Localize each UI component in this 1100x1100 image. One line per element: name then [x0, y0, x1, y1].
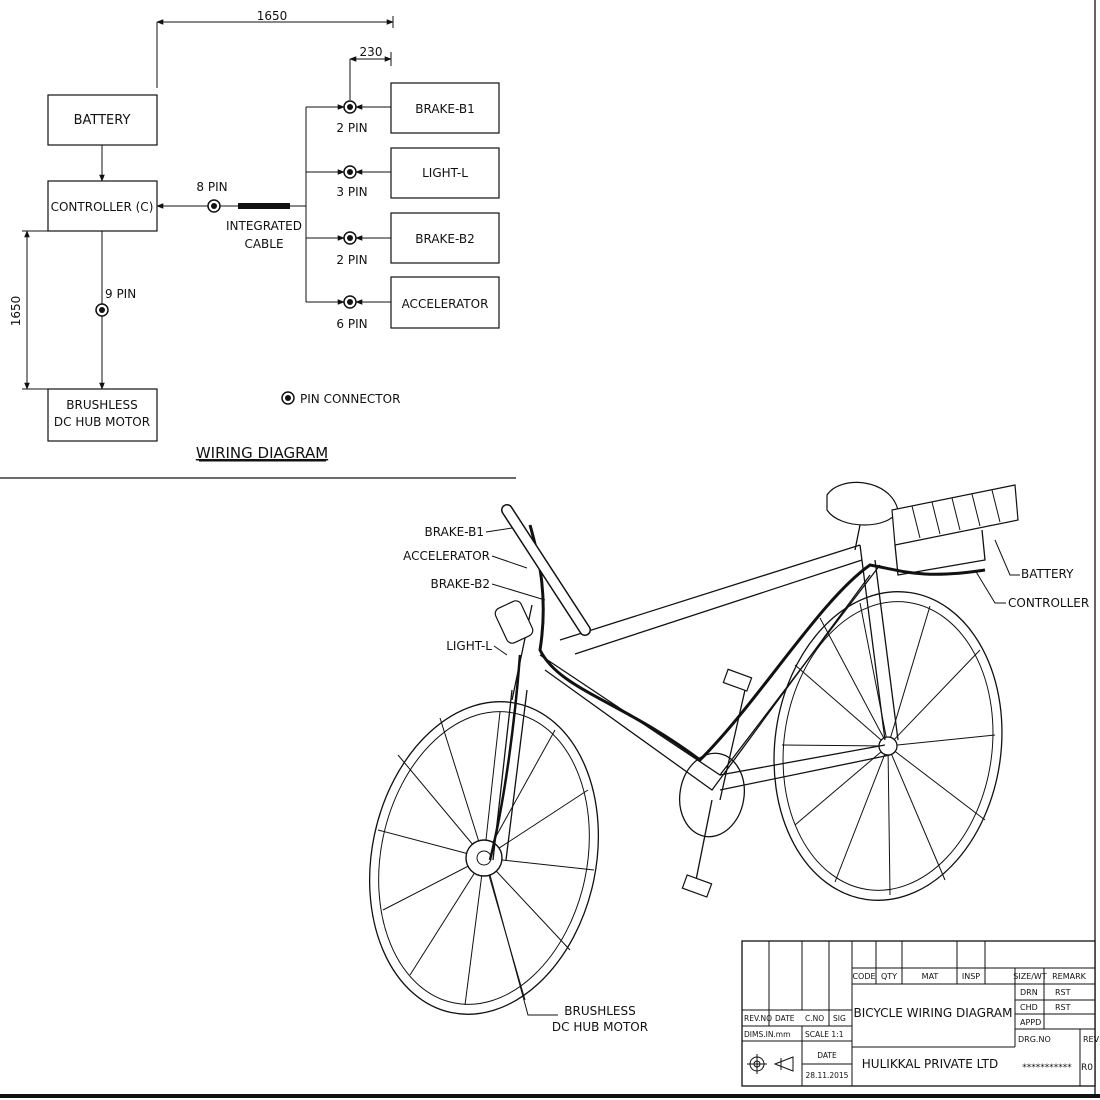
tb-mat: MAT: [922, 972, 939, 981]
pin8-label: 8 PIN: [196, 180, 227, 194]
brake-b2-label: BRAKE-B2: [415, 232, 475, 246]
tb-rev: REV: [1083, 1035, 1100, 1044]
light-l-label: LIGHT-L: [422, 166, 468, 180]
tb-chd: CHD: [1020, 1003, 1038, 1012]
controller-label: CONTROLLER (C): [51, 200, 154, 214]
headlight: [494, 600, 534, 644]
handlebar: [494, 504, 591, 644]
legend-label: PIN CONNECTOR: [300, 392, 400, 406]
callout-motor-line1: BRUSHLESS: [564, 1004, 636, 1018]
accelerator-label: ACCELERATOR: [402, 297, 489, 311]
tb-scale: SCALE 1:1: [805, 1030, 844, 1039]
pin9-label: 9 PIN: [105, 287, 136, 301]
pin-light-label: 3 PIN: [336, 185, 367, 199]
callout-motor-line2: DC HUB MOTOR: [552, 1020, 648, 1034]
battery-rack: [891, 484, 1019, 576]
motor-cable: [488, 654, 522, 861]
dimension-small-label: 230: [360, 45, 383, 59]
tb-sig: SIG: [833, 1014, 846, 1023]
front-wheel: [368, 701, 600, 1015]
motor-box: BRUSHLESS DC HUB MOTOR: [47, 388, 158, 442]
tb-qty: QTY: [881, 972, 897, 981]
dimension-top: 1650: [156, 9, 394, 88]
tb-appd: APPD: [1020, 1018, 1041, 1027]
callout-accelerator: ACCELERATOR: [403, 549, 490, 563]
tb-rev-value: R0: [1081, 1063, 1093, 1073]
integrated-cable: 8 PIN INTEGRATED CABLE: [156, 180, 306, 251]
tb-company: HULIKKAL PRIVATE LTD: [862, 1057, 998, 1071]
pin-connector-9: [95, 303, 109, 317]
callout-battery: BATTERY: [1021, 567, 1074, 581]
branch-brake-b1: 2 PIN BRAKE-B1: [306, 82, 500, 135]
branch-light: 3 PIN LIGHT-L: [306, 147, 500, 199]
frame-cable: [528, 524, 986, 762]
rear-wheel: [773, 591, 1003, 901]
pedal-right: [722, 668, 753, 692]
tb-remark: REMARK: [1052, 972, 1087, 981]
tb-dims: DIMS.IN.mm: [744, 1030, 790, 1039]
wiring-diagram-title: WIRING DIAGRAM: [196, 444, 328, 462]
dimension-left: 1650: [9, 230, 48, 390]
tb-chd-val: RST: [1055, 1003, 1071, 1012]
tb-drn-val: RST: [1055, 988, 1071, 997]
branch-brake-b2: 2 PIN BRAKE-B2: [306, 212, 500, 267]
tb-drawing-title: BICYCLE WIRING DIAGRAM: [854, 1006, 1013, 1020]
callout-light-l: LIGHT-L: [446, 639, 492, 653]
tb-date-label: DATE: [817, 1051, 837, 1060]
brake-b1-label: BRAKE-B1: [415, 102, 475, 116]
tb-size-wt: SIZE/WT: [1013, 972, 1047, 981]
cable-label-line2: CABLE: [244, 237, 283, 251]
bicycle-illustration: [368, 481, 1019, 1015]
tb-drn: DRN: [1020, 988, 1038, 997]
motor-label-line1: BRUSHLESS: [66, 398, 138, 412]
battery-box: BATTERY: [47, 94, 158, 146]
dimension-top-label: 1650: [257, 9, 288, 23]
bike-callouts: BRAKE-B1 ACCELERATOR BRAKE-B2 LIGHT-L BA…: [403, 525, 1089, 1034]
pin-connector-legend: PIN CONNECTOR: [281, 391, 400, 406]
pin-brake-b2-label: 2 PIN: [336, 253, 367, 267]
pin-brake-b1-label: 2 PIN: [336, 121, 367, 135]
tb-insp: INSP: [962, 972, 980, 981]
tb-drg-value: ***********: [1022, 1063, 1072, 1073]
callout-brake-b2: BRAKE-B2: [430, 577, 490, 591]
tb-date: DATE: [775, 1014, 795, 1023]
seat: [826, 481, 899, 551]
tb-drg-no: DRG.NO: [1018, 1035, 1051, 1044]
tb-code: CODE: [852, 972, 875, 981]
motor-label-line2: DC HUB MOTOR: [54, 415, 150, 429]
cable-label-line1: INTEGRATED: [226, 219, 302, 233]
tb-c-no: C.NO: [805, 1014, 824, 1023]
pedal-left: [681, 874, 713, 898]
dimension-small: 230: [349, 45, 392, 100]
battery-label: BATTERY: [74, 113, 131, 128]
pin-accel-label: 6 PIN: [336, 317, 367, 331]
callout-controller: CONTROLLER: [1008, 596, 1089, 610]
controller-box: CONTROLLER (C): [47, 180, 158, 232]
crankset: [679, 668, 753, 898]
title-block: CODE QTY MAT INSP SIZE/WT REMARK DRN RST…: [741, 940, 1100, 1087]
wiring-diagram: 1650 230 1650 BATTERY CONTROLLER (C): [9, 9, 500, 462]
callout-brake-b1: BRAKE-B1: [424, 525, 484, 539]
dimension-left-label: 1650: [9, 296, 23, 327]
tb-rev-no: REV.NO: [744, 1014, 772, 1023]
branch-accelerator: 6 PIN ACCELERATOR: [306, 276, 500, 331]
projection-symbol-icon: [747, 1054, 794, 1074]
tb-date-value: 28.11.2015: [806, 1071, 849, 1080]
